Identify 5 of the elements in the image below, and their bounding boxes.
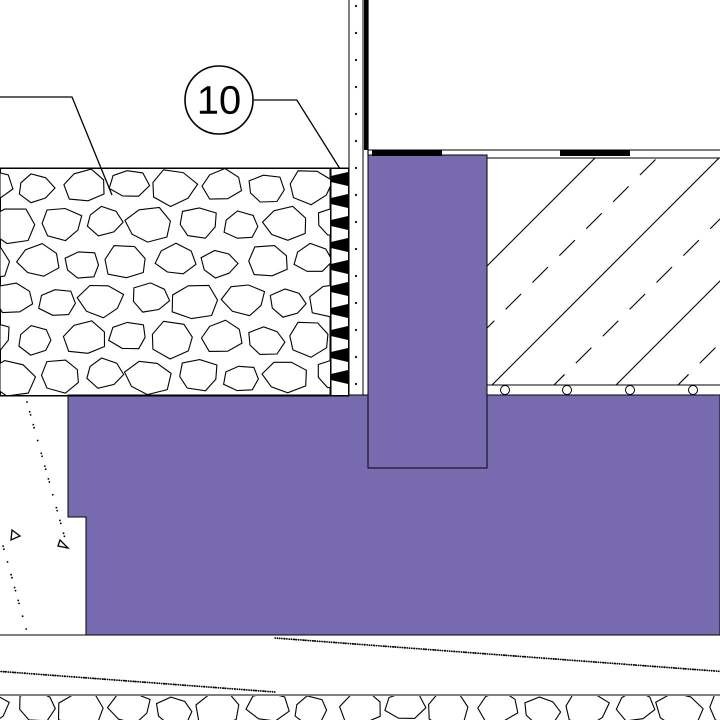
leader-line <box>0 96 113 196</box>
drainage-membrane <box>330 168 350 396</box>
gravel-layer <box>0 168 332 396</box>
leader-line <box>254 99 340 168</box>
callout-number: 10 <box>184 65 254 135</box>
